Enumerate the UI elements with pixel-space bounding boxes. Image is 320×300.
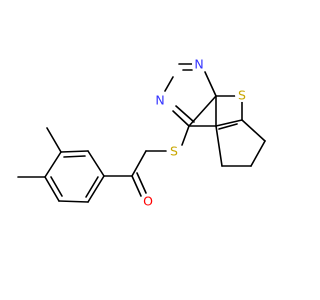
atom-label-n1: N — [194, 57, 203, 72]
bond — [188, 95, 217, 127]
molecule-canvas: N N S S O — [17, 57, 266, 209]
sulfur-atom-linker: S — [167, 144, 181, 159]
bond — [85, 176, 99, 198]
bond — [60, 150, 89, 153]
bond — [63, 155, 86, 158]
label-background — [167, 144, 181, 158]
label-background — [141, 194, 155, 208]
bond — [46, 127, 62, 153]
bond — [87, 175, 105, 203]
bond — [218, 123, 238, 130]
bond — [241, 119, 266, 142]
atom-label-o: O — [143, 194, 153, 209]
bond — [172, 110, 190, 127]
bond-layer — [17, 63, 266, 203]
bond — [215, 125, 223, 167]
bond — [131, 150, 147, 177]
bond — [136, 172, 147, 194]
bond — [50, 176, 63, 197]
nitrogen-atom-upper: N — [192, 57, 206, 72]
nitrogen-atom-left: N — [153, 93, 167, 108]
bond — [215, 119, 243, 127]
sulfur-atom-thiophene: S — [235, 88, 249, 103]
bond — [44, 151, 62, 178]
bond — [181, 125, 190, 146]
structure-diagram: N N S S O — [17, 57, 266, 209]
bond — [44, 176, 60, 202]
bond — [87, 150, 105, 177]
label-background — [192, 57, 206, 71]
atom-label-n2: N — [155, 93, 164, 108]
bond — [204, 71, 217, 97]
atom-label-s-ring: S — [238, 88, 246, 103]
bond — [250, 140, 266, 167]
label-background — [153, 93, 167, 107]
atom-label-s-link: S — [170, 144, 178, 159]
bond — [131, 175, 142, 197]
oxygen-atom-carbonyl: O — [141, 194, 155, 209]
bond — [164, 76, 174, 92]
atom-layer: N N S S O — [141, 57, 249, 209]
bond — [175, 105, 195, 123]
bond — [58, 200, 89, 203]
label-background — [235, 88, 249, 102]
